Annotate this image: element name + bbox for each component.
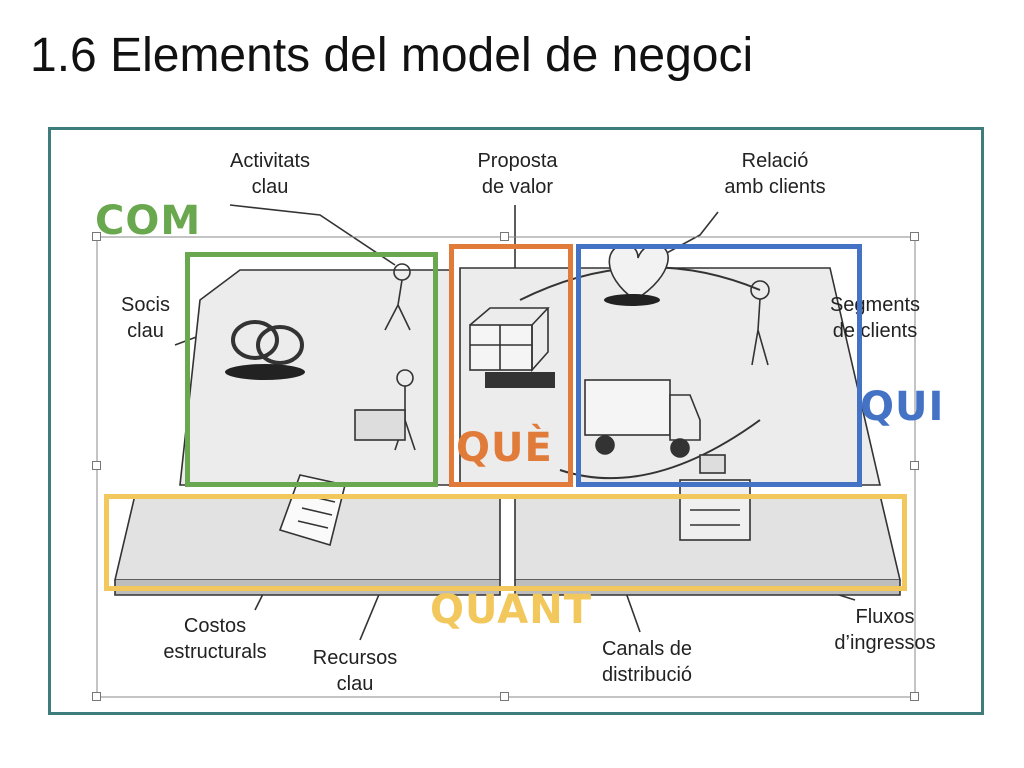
qui-box	[576, 244, 862, 487]
selection-handle[interactable]	[500, 692, 509, 701]
label-relacio-amb-clients: Relació amb clients	[724, 150, 826, 198]
label-socis-clau: Socis clau	[121, 294, 170, 342]
que-box	[449, 244, 573, 487]
label-activitats-clau: Activitats clau	[229, 150, 311, 198]
overlay-quant: QUANT	[430, 587, 592, 633]
label-recursos-clau: Recursos clau	[312, 647, 398, 695]
rings-icon	[231, 320, 279, 360]
label-canals-de-distribucio: Canals de distribució	[601, 638, 693, 686]
selection-handle[interactable]	[500, 232, 509, 241]
selection-handle[interactable]	[910, 692, 919, 701]
com-box	[185, 252, 438, 487]
selection-handle[interactable]	[92, 232, 101, 241]
leader-line	[229, 204, 396, 266]
overlay-com: COM	[95, 198, 202, 244]
image-frame	[48, 127, 984, 715]
selection-handle[interactable]	[910, 461, 919, 470]
selection-handle[interactable]	[92, 692, 101, 701]
label-segments-de-clients: Segments de clients	[829, 294, 921, 342]
label-proposta-de-valor: Proposta de valor	[477, 150, 558, 198]
label-costos-estructurals: Costos estructurals	[163, 615, 267, 663]
selection-handle[interactable]	[92, 461, 101, 470]
overlay-qui: QUI	[860, 384, 945, 430]
heart-icon	[608, 244, 669, 301]
overlay-que: QUÈ	[456, 425, 553, 471]
slide-title: 1.6 Elements del model de negoci	[30, 29, 754, 82]
quant-box	[104, 494, 907, 591]
label-fluxos-dingressos: Fluxos d’ingressos	[834, 606, 936, 654]
selection-handle[interactable]	[910, 232, 919, 241]
